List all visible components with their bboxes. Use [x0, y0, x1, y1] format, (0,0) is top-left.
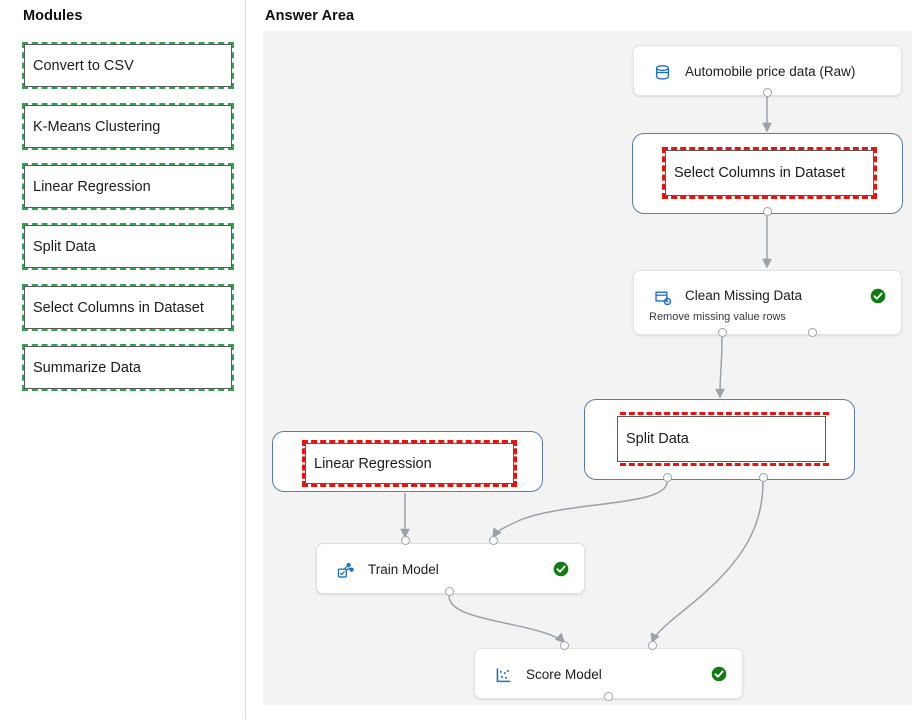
answer-box-label: Select Columns in Dataset — [674, 165, 845, 181]
modules-panel: Modules Convert to CSV K-Means Clusterin… — [0, 0, 245, 724]
edge-train-model-to-score-model — [448, 595, 566, 644]
check-success-icon — [553, 561, 569, 577]
page-title-answer-area: Answer Area — [265, 8, 355, 24]
module-chip-summarize-data[interactable]: Summarize Data — [22, 344, 234, 391]
pipeline-edges — [400, 97, 772, 644]
port-automobile-output[interactable] — [763, 88, 772, 97]
answer-box-linear-regression[interactable]: Linear Regression — [302, 440, 517, 487]
module-chip-label: K-Means Clustering — [33, 118, 161, 135]
module-chip-label: Summarize Data — [33, 359, 141, 376]
pane-divider — [245, 0, 246, 719]
node-automobile-price-data[interactable]: Automobile price data (Raw) — [633, 45, 902, 96]
check-success-icon — [711, 666, 727, 682]
module-chip-select-columns-in-dataset[interactable]: Select Columns in Dataset — [22, 284, 234, 331]
edge-split-data-to-train-model — [492, 481, 668, 539]
module-chip-label: Convert to CSV — [33, 57, 134, 74]
database-icon — [653, 63, 672, 82]
answer-box-label: Split Data — [626, 431, 689, 447]
module-chip-convert-to-csv[interactable]: Convert to CSV — [22, 42, 234, 89]
dropzone-linear-regression[interactable]: Linear Regression — [272, 431, 543, 492]
port-train-model-input-right[interactable] — [489, 536, 498, 545]
node-title: Score Model — [526, 667, 602, 682]
edge-split-data-to-score-model — [650, 481, 764, 644]
module-chip-label: Linear Regression — [33, 178, 151, 195]
port-clean-missing-output-right[interactable] — [808, 328, 817, 337]
node-clean-missing-data[interactable]: Clean Missing Data Remove missing value … — [633, 270, 902, 335]
train-model-icon — [336, 561, 355, 580]
module-chip-linear-regression[interactable]: Linear Regression — [22, 163, 234, 210]
answer-box-split-data[interactable]: Split Data — [617, 412, 829, 466]
check-success-icon — [870, 288, 886, 304]
clean-data-icon — [653, 288, 672, 307]
module-chip-split-data[interactable]: Split Data — [22, 223, 234, 270]
module-chip-label: Split Data — [33, 238, 96, 255]
port-score-model-input-right[interactable] — [648, 641, 657, 650]
node-title: Clean Missing Data — [685, 288, 803, 303]
node-train-model[interactable]: Train Model — [316, 543, 585, 594]
module-chip-k-means-clustering[interactable]: K-Means Clustering — [22, 103, 234, 150]
node-title: Automobile price data (Raw) — [685, 64, 856, 79]
node-title: Train Model — [368, 562, 439, 577]
port-clean-missing-output-left[interactable] — [718, 328, 727, 337]
port-split-data-output-right[interactable] — [759, 473, 768, 482]
score-model-icon — [494, 666, 513, 685]
edge-clean-missing-to-split-data — [715, 336, 725, 399]
port-select-columns-output[interactable] — [763, 207, 772, 216]
dropzone-split-data[interactable]: Split Data — [584, 399, 855, 480]
port-score-model-input-left[interactable] — [560, 641, 569, 650]
pipeline-canvas[interactable]: Automobile price data (Raw) Select Colum… — [263, 31, 912, 705]
dropzone-select-columns-in-dataset[interactable]: Select Columns in Dataset — [632, 133, 903, 214]
module-chip-label: Select Columns in Dataset — [33, 299, 204, 316]
page-title-modules: Modules — [23, 8, 83, 24]
node-subtitle: Remove missing value rows — [649, 311, 786, 323]
answer-box-label: Linear Regression — [314, 455, 432, 472]
port-split-data-output-left[interactable] — [663, 473, 672, 482]
answer-box-select-columns-in-dataset[interactable]: Select Columns in Dataset — [662, 147, 877, 199]
port-train-model-input-left[interactable] — [401, 536, 410, 545]
port-train-model-output[interactable] — [445, 587, 454, 596]
port-score-model-output[interactable] — [604, 692, 613, 701]
